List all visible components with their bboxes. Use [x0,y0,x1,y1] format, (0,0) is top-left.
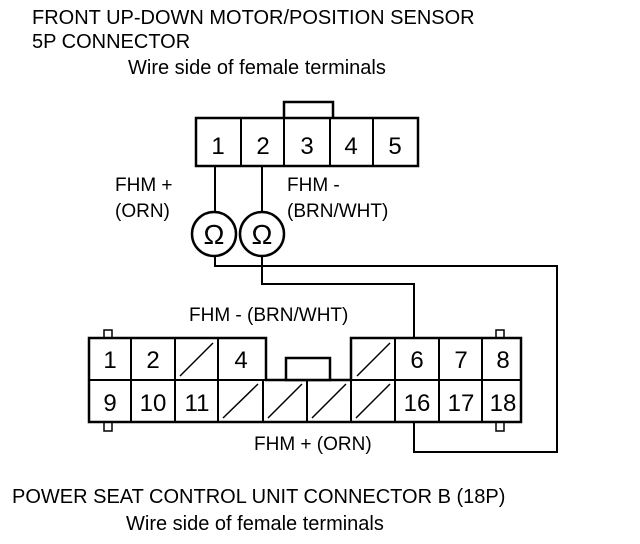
ohm-symbol-left: Ω [204,219,225,250]
meter-left-label: FHM + [115,175,173,196]
top-pin-4: 4 [344,133,357,160]
top-connector-title-line2: 5P CONNECTOR [32,31,190,53]
bottom-pin-8: 8 [496,347,509,374]
bottom-pin-11: 11 [185,390,210,417]
bottom-pin-10: 10 [140,390,167,417]
bottom-pin-16: 16 [404,390,431,417]
meter-left-color: (ORN) [115,201,170,222]
bottom-pin-1: 1 [103,347,116,374]
top-pin-1: 1 [211,133,224,160]
ohm-icon [238,210,286,258]
ohmmeter-right: Ω [238,210,286,258]
bottom-connector-latch [284,356,332,382]
bottom-wire-label-top: FHM - (BRN/WHT) [189,305,348,326]
bottom-pin-4: 4 [234,347,247,374]
top-connector-body [194,116,420,168]
ohmmeter-left: Ω [190,210,238,258]
top-pin-3: 3 [300,133,313,160]
bottom-pin-18: 18 [490,390,517,417]
wire-fhm-plus [214,257,558,453]
meter-right-label: FHM - [287,175,340,196]
bottom-pin-17: 17 [448,390,475,417]
bottom-connector-title: POWER SEAT CONTROL UNIT CONNECTOR B (18P… [12,486,505,508]
meter-right-color: (BRN/WHT) [287,201,388,222]
top-connector-title-line1: FRONT UP-DOWN MOTOR/POSITION SENSOR [32,7,475,29]
ohm-symbol-right: Ω [252,219,273,250]
bottom-pin-6: 6 [410,347,423,374]
bottom-pin-7: 7 [454,347,467,374]
top-pin-5: 5 [388,133,401,160]
wire-fhm-minus [261,257,415,338]
bottom-connector-subtitle: Wire side of female terminals [126,513,384,535]
top-connector-subtitle: Wire side of female terminals [128,57,386,79]
bottom-wire-label-bottom: FHM + (ORN) [254,434,372,455]
bottom-pin-9: 9 [103,390,116,417]
top-pin-2: 2 [256,133,269,160]
bottom-18p-connector: 1 2 4 6 7 8 9 10 11 16 17 18 [87,329,523,432]
bottom-pin-2: 2 [146,347,159,374]
ohm-icon [190,210,238,258]
top-5p-connector: 1 2 3 4 5 [194,100,420,168]
top-connector-latch [282,100,335,118]
